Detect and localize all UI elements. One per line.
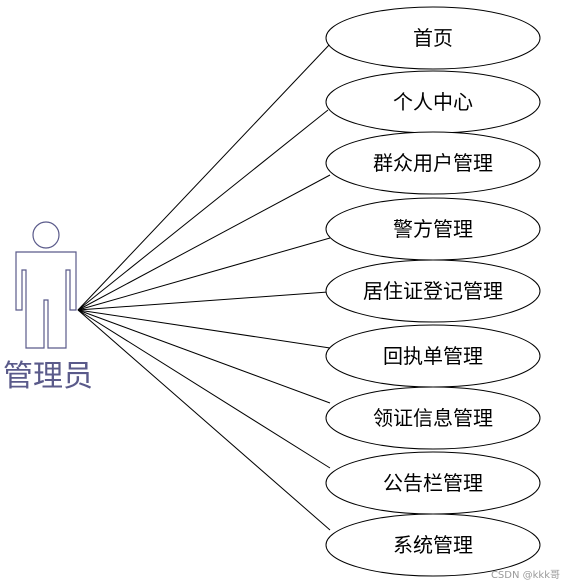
- use-case-label: 回执单管理: [383, 344, 483, 368]
- use-case: 群众用户管理: [325, 131, 541, 195]
- association-line: [77, 309, 331, 469]
- use-case-label: 系统管理: [393, 533, 473, 557]
- association-line: [77, 237, 331, 311]
- use-case: 警方管理: [325, 197, 541, 261]
- actor-figure: [15, 221, 77, 349]
- use-case: 领证信息管理: [325, 386, 541, 450]
- association-line: [77, 43, 331, 311]
- use-case-label: 首页: [413, 26, 453, 50]
- actor-label: 管理员: [3, 359, 93, 394]
- use-case-ellipse: [325, 6, 541, 70]
- use-case: 公告栏管理: [325, 451, 541, 515]
- association-line: [77, 174, 331, 311]
- association-lines: [77, 43, 331, 531]
- use-case-label: 群众用户管理: [373, 151, 493, 175]
- use-case-label: 公告栏管理: [383, 471, 483, 495]
- use-case: 首页: [325, 6, 541, 70]
- association-line: [77, 291, 329, 311]
- use-case-ellipse: [325, 513, 541, 577]
- use-case-list: 首页个人中心群众用户管理警方管理居住证登记管理回执单管理领证信息管理公告栏管理系…: [325, 6, 541, 577]
- use-case-ellipse: [325, 386, 541, 450]
- use-case: 回执单管理: [325, 324, 541, 388]
- association-line: [77, 309, 331, 404]
- use-case-label: 领证信息管理: [373, 406, 493, 430]
- use-case: 个人中心: [325, 70, 541, 134]
- association-line: [77, 309, 331, 531]
- watermark-text: CSDN @kkk哥: [491, 569, 560, 581]
- use-case: 系统管理: [325, 513, 541, 577]
- association-line: [77, 309, 331, 349]
- use-case: 居住证登记管理: [325, 259, 541, 323]
- actor-head: [32, 221, 60, 249]
- actor-body: [15, 251, 77, 349]
- association-line: [77, 109, 329, 311]
- use-case-label: 个人中心: [393, 90, 473, 114]
- use-case-label: 警方管理: [393, 217, 473, 241]
- use-case-ellipse: [325, 259, 541, 323]
- use-case-label: 居住证登记管理: [363, 279, 503, 303]
- use-case-ellipse: [325, 131, 541, 195]
